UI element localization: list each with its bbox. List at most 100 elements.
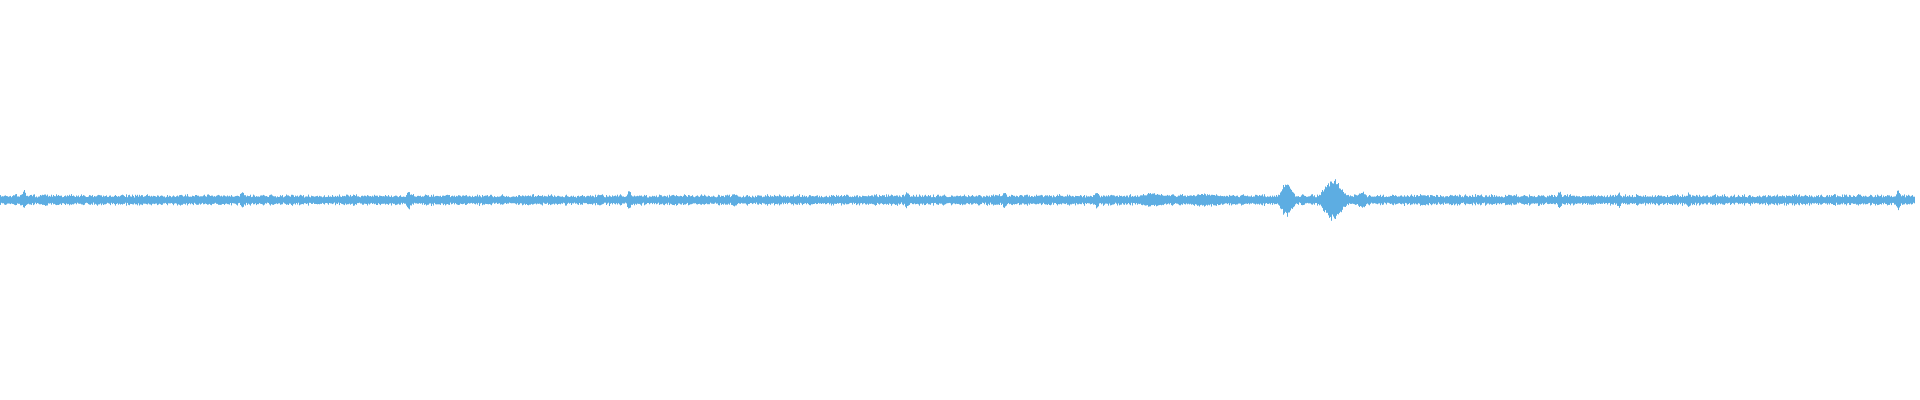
waveform-sample — [637, 195, 638, 204]
waveform-sample — [1155, 194, 1156, 205]
waveform-sample — [1718, 196, 1719, 204]
waveform-sample — [1541, 195, 1542, 205]
waveform-sample — [1341, 190, 1342, 213]
waveform-sample — [1910, 196, 1911, 204]
waveform-sample — [157, 195, 158, 206]
waveform-sample — [914, 196, 915, 204]
waveform-sample — [1484, 197, 1485, 203]
waveform-sample — [343, 196, 344, 205]
waveform-sample — [1638, 195, 1639, 205]
waveform-sample — [811, 196, 812, 205]
waveform-sample — [318, 196, 319, 204]
waveform-sample — [615, 195, 616, 205]
waveform-sample — [1316, 197, 1317, 203]
waveform-sample — [1679, 196, 1680, 203]
waveform-sample — [204, 194, 205, 205]
waveform-sample — [814, 196, 815, 204]
waveform-sample — [770, 195, 771, 205]
waveform-sample — [438, 196, 439, 205]
waveform-sample — [1380, 194, 1381, 206]
waveform-sample — [866, 196, 867, 205]
waveform-sample — [558, 195, 559, 204]
waveform-sample — [353, 194, 354, 206]
waveform-sample — [974, 196, 975, 204]
waveform-sample — [117, 196, 118, 204]
waveform-sample — [1406, 196, 1407, 204]
waveform-sample — [1445, 196, 1446, 204]
waveform-sample — [1570, 194, 1571, 206]
waveform-sample — [1862, 196, 1863, 204]
waveform-sample — [94, 196, 95, 205]
waveform-sample — [1053, 195, 1054, 205]
waveform-sample — [1192, 196, 1193, 205]
waveform-sample — [1459, 194, 1460, 206]
waveform-sample — [892, 195, 893, 205]
waveform-sample — [1576, 195, 1577, 204]
waveform-sample — [313, 196, 314, 203]
waveform-sample — [1815, 197, 1816, 203]
waveform-sample — [1182, 194, 1183, 205]
waveform-sample — [849, 196, 850, 204]
waveform-sample — [1474, 196, 1475, 204]
waveform-sample — [506, 195, 507, 204]
waveform-sample — [1084, 195, 1085, 206]
waveform-sample — [817, 195, 818, 204]
waveform-sample — [539, 196, 540, 204]
waveform-sample — [886, 194, 887, 205]
waveform-sample — [1103, 195, 1104, 206]
waveform-sample — [1849, 194, 1850, 205]
waveform-sample — [277, 196, 278, 205]
waveform-sample — [991, 195, 992, 205]
waveform-sample — [31, 194, 32, 205]
waveform-sample — [153, 195, 154, 204]
waveform-sample — [350, 194, 351, 205]
waveform-sample — [415, 196, 416, 204]
waveform-sample — [1394, 196, 1395, 204]
waveform-sample — [10, 195, 11, 205]
waveform-sample — [375, 195, 376, 204]
waveform-sample — [1184, 195, 1185, 205]
waveform-sample — [388, 195, 389, 205]
waveform-sample — [1202, 194, 1203, 206]
waveform-sample — [885, 197, 886, 204]
waveform-sample — [1747, 197, 1748, 203]
waveform-sample — [1213, 195, 1214, 206]
waveform-sample — [1405, 196, 1406, 203]
waveform-sample — [1608, 197, 1609, 204]
waveform-sample — [1448, 196, 1449, 204]
waveform-sample — [1776, 195, 1777, 205]
waveform-sample — [380, 195, 381, 206]
waveform-sample — [1190, 195, 1191, 204]
waveform-sample — [746, 195, 747, 205]
waveform-sample — [16, 194, 17, 205]
waveform-sample — [524, 196, 525, 204]
waveform-sample — [924, 195, 925, 206]
waveform-sample — [1050, 196, 1051, 206]
waveform-sample — [1110, 195, 1111, 206]
waveform-sample — [579, 196, 580, 203]
waveform-sample — [365, 195, 366, 204]
waveform-sample — [821, 195, 822, 204]
waveform-sample — [1704, 196, 1705, 204]
waveform-sample — [1391, 196, 1392, 204]
waveform-sample — [230, 196, 231, 203]
waveform-sample — [1751, 197, 1752, 204]
waveform-sample — [731, 196, 732, 205]
waveform-sample — [408, 192, 409, 209]
waveform-sample — [1415, 197, 1416, 204]
waveform-sample — [1648, 196, 1649, 205]
waveform-sample — [1088, 196, 1089, 204]
waveform-sample — [783, 195, 784, 205]
waveform-sample — [1377, 195, 1378, 205]
waveform-sample — [403, 196, 404, 203]
waveform-sample — [245, 195, 246, 206]
waveform-sample — [987, 195, 988, 206]
waveform-sample — [1249, 196, 1250, 205]
waveform-sample — [442, 195, 443, 204]
waveform-sample — [121, 195, 122, 204]
waveform-sample — [93, 197, 94, 203]
waveform-sample — [1767, 196, 1768, 204]
waveform-sample — [867, 196, 868, 204]
waveform-sample — [301, 195, 302, 205]
